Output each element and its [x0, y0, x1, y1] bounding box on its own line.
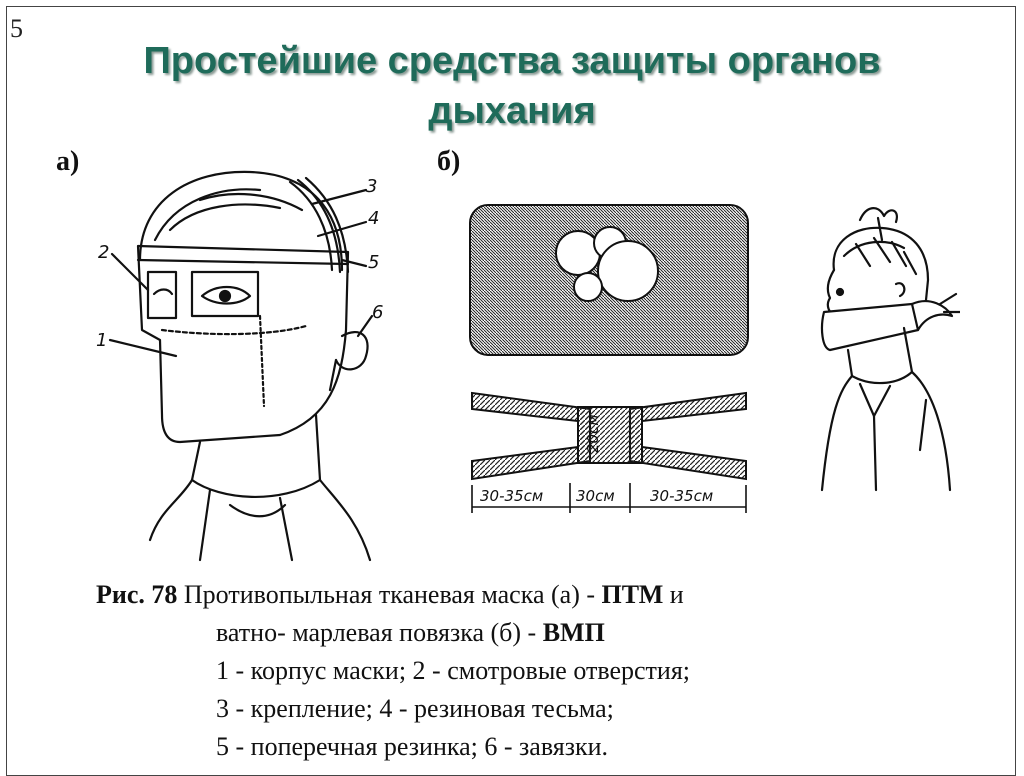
callout-6: 6	[372, 302, 383, 323]
caption-line1-tail: и	[663, 580, 684, 609]
person-with-bandage-illustration	[820, 207, 960, 492]
slide-number: 5	[10, 14, 23, 43]
caption-ptm: ПТМ	[601, 580, 664, 609]
caption-line-4: 3 - крепление; 4 - резиновая тесьма;	[216, 694, 614, 723]
title-line-2: дыхания	[428, 90, 596, 132]
callout-4: 4	[368, 208, 379, 229]
slide-title: Простейшие средства защиты органов дыхан…	[0, 36, 1024, 136]
caption-line2-text: ватно- марлевая повязка (б) -	[216, 618, 543, 647]
caption-line1-text: Противопыльная тканевая маска (а) -	[177, 580, 602, 609]
figure-label-b: б)	[437, 146, 461, 177]
figure-caption: Рис. 78 Противопыльная тканевая маска (а…	[96, 576, 996, 766]
dim-left: 30-35см	[480, 487, 543, 505]
callout-1: 1	[96, 330, 107, 351]
callout-3: 3	[366, 176, 377, 197]
dust-mask-illustration: 2 1 3 4 5 6	[96, 170, 383, 562]
caption-line-5: 5 - поперечная резинка; 6 - завязки.	[216, 732, 609, 761]
dim-height: 20см	[584, 414, 602, 453]
caption-prefix: Рис. 78	[96, 580, 178, 609]
caption-line-1: Рис. 78 Противопыльная тканевая маска (а…	[96, 576, 996, 614]
gauze-bandage-illustration: 20см 30-35см 30см 30-35см	[469, 204, 749, 513]
callout-2: 2	[98, 242, 109, 263]
callout-5: 5	[368, 252, 379, 273]
dim-right: 30-35см	[650, 487, 713, 505]
caption-vmp: ВМП	[542, 618, 605, 647]
figure-label-a: а)	[56, 146, 80, 177]
dim-middle: 30см	[576, 487, 615, 505]
caption-line-2: ватно- марлевая повязка (б) - ВМП	[96, 614, 996, 652]
caption-line-3: 1 - корпус маски; 2 - смотровые отверсти…	[216, 656, 691, 685]
title-line-1: Простейшие средства защиты органов	[143, 40, 881, 82]
